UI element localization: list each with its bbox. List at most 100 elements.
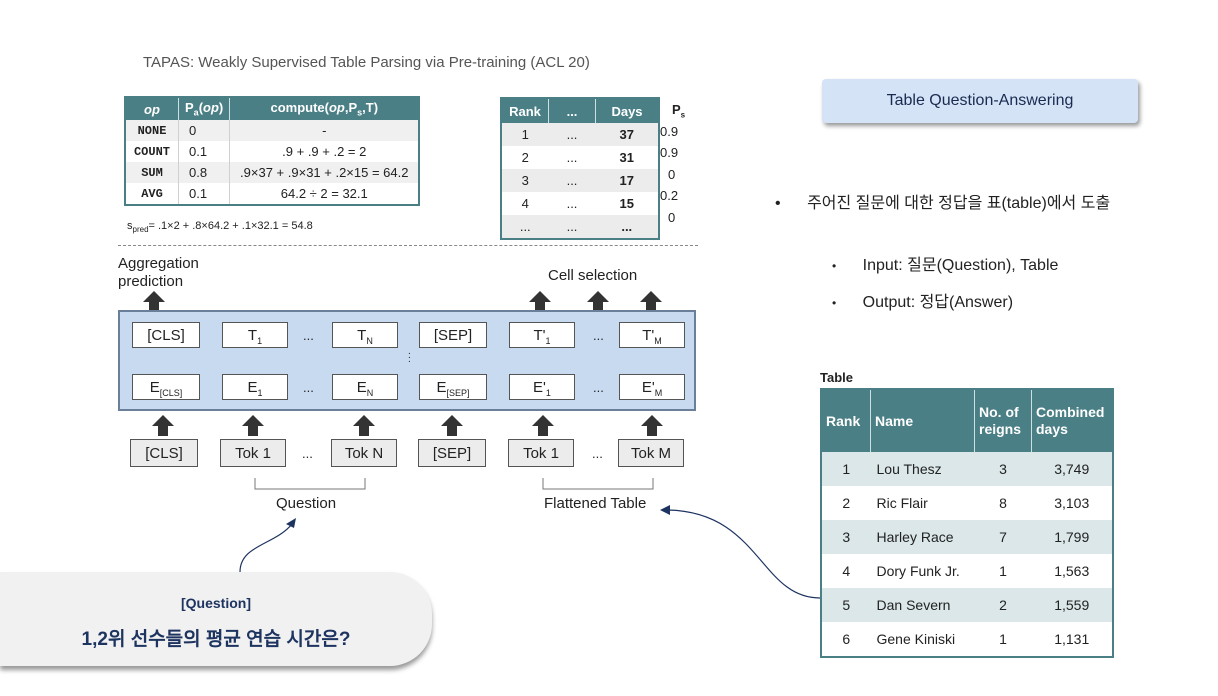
operation-table: op Pa(op) compute(op,Ps,T) NONE 0 - COUN… [124,96,421,206]
reigns-cell: 7 [974,520,1032,554]
days-cell: 3,103 [1031,486,1113,520]
table-row: 1...37 [501,123,659,146]
table-row: 2...31 [501,146,659,169]
op-name: COUNT [125,141,179,162]
reigns-cell: 3 [974,452,1032,486]
up-arrow-icon [587,291,609,311]
embedding-1-prime: E'1 [509,374,575,400]
ps-header: Ps [672,102,686,120]
input-bullet: • Input: 질문(Question), Table [832,251,1058,275]
ellipsis: ... [592,446,603,461]
rank-cell: 4 [501,192,549,215]
days-header: Days [595,98,660,123]
compute-header: compute(op,Ps,T) [229,97,420,120]
ellipsis-cell: ... [548,146,596,169]
aggregation-label: Aggregation prediction [118,255,199,291]
question-brace [254,478,366,490]
table-brace [542,478,654,490]
rank-days-table: Rank ... Days 1...37 2...31 3...17 4...1… [500,97,660,240]
reigns-header: No. of reigns [974,389,1032,452]
ellipsis-cell: ... [548,169,596,192]
encoder-block: [CLS] T1 ... TN [SEP] T'1 ... T'M ... E[… [118,310,696,411]
op-name: NONE [125,120,179,141]
input-token-table-m: Tok M [618,439,684,467]
paper-title: TAPAS: Weakly Supervised Table Parsing v… [143,54,590,71]
ellipsis: ... [303,380,314,395]
up-arrow-icon [529,291,551,311]
days-cell: 37 [595,123,659,146]
days-cell: 17 [595,169,659,192]
rank-cell: ... [501,215,549,239]
prediction-text: prediction [118,273,184,290]
days-cell: 3,749 [1031,452,1113,486]
input-token-table-1: Tok 1 [508,439,574,467]
rank-cell: 1 [821,452,871,486]
output-token-sep: [SEP] [419,322,487,348]
name-cell: Dan Severn [870,588,975,622]
vertical-ellipsis: ... [408,346,411,365]
output-token-cls: [CLS] [132,322,200,348]
output-token-tn: TN [332,322,398,348]
aggregation-text: Aggregation [118,255,199,272]
op-compute: .9×37 + .9×31 + .2×15 = 64.2 [229,162,420,183]
input-token-cls: [CLS] [130,439,198,467]
up-arrow-icon [353,415,375,436]
ellipsis-cell: ... [548,215,596,239]
op-name: AVG [125,183,179,205]
name-cell: Ric Flair [870,486,975,520]
name-cell: Harley Race [870,520,975,554]
output-token-tm-prime: T'M [619,322,685,348]
op-header: op [125,97,179,120]
rank-cell: 2 [501,146,549,169]
rank-cell: 1 [501,123,549,146]
input-token-1: Tok 1 [220,439,286,467]
table-caption: Table [820,370,853,385]
op-prob: 0.1 [178,141,231,162]
ellipsis: ... [593,328,604,343]
input-token-sep: [SEP] [418,439,486,467]
op-compute: .9 + .9 + .2 = 2 [229,141,420,162]
ps-value: 0.9 [660,145,679,161]
reigns-cell: 1 [974,554,1032,588]
table-row: NONE 0 - [125,120,420,141]
up-arrow-icon [640,291,662,311]
output-token-t1: T1 [222,322,288,348]
days-cell: 1,559 [1031,588,1113,622]
ps-column: Ps 0.9 0.9 0 0.2 0 [660,99,700,229]
ps-value: 0.2 [660,188,679,204]
table-row: SUM 0.8 .9×37 + .9×31 + .2×15 = 64.2 [125,162,420,183]
main-bullet-text: 주어진 질문에 대한 정답을 표(table)에서 도출 [807,195,1111,212]
name-cell: Dory Funk Jr. [870,554,975,588]
question-bubble: [Question] 1,2위 선수들의 평균 연습 시간은? [0,572,432,666]
op-compute: 64.2 ÷ 2 = 32.1 [229,183,420,205]
arrowhead-icon [286,518,296,528]
s-pred-text: = .1×2 + .8×64.2 + .1×32.1 = 54.8 [148,220,313,232]
ps-value: 0 [668,209,676,225]
ellipsis: ... [302,446,313,461]
rank-cell: 4 [821,554,871,588]
reigns-cell: 2 [974,588,1032,622]
days-header: Combined days [1031,389,1113,452]
ellipsis: ... [593,380,604,395]
up-arrow-icon [242,415,264,436]
name-header: Name [870,389,975,452]
up-arrow-icon [641,415,663,436]
embedding-sep: E[SEP] [419,374,487,400]
up-arrow-icon [152,415,174,436]
ps-value: 0 [668,166,676,182]
rank-header: Rank [501,98,549,123]
table-row: 3...17 [501,169,659,192]
ellipsis-cell: ... [548,192,596,215]
bullet-icon: • [832,259,837,273]
question-tag: [Question] [181,595,251,611]
embedding-m-prime: E'M [619,374,685,400]
op-compute: - [229,120,420,141]
name-cell: Lou Thesz [870,452,975,486]
name-cell: Gene Kiniski [870,622,975,657]
days-cell: 1,131 [1031,622,1113,657]
ellipsis: ... [303,328,314,343]
